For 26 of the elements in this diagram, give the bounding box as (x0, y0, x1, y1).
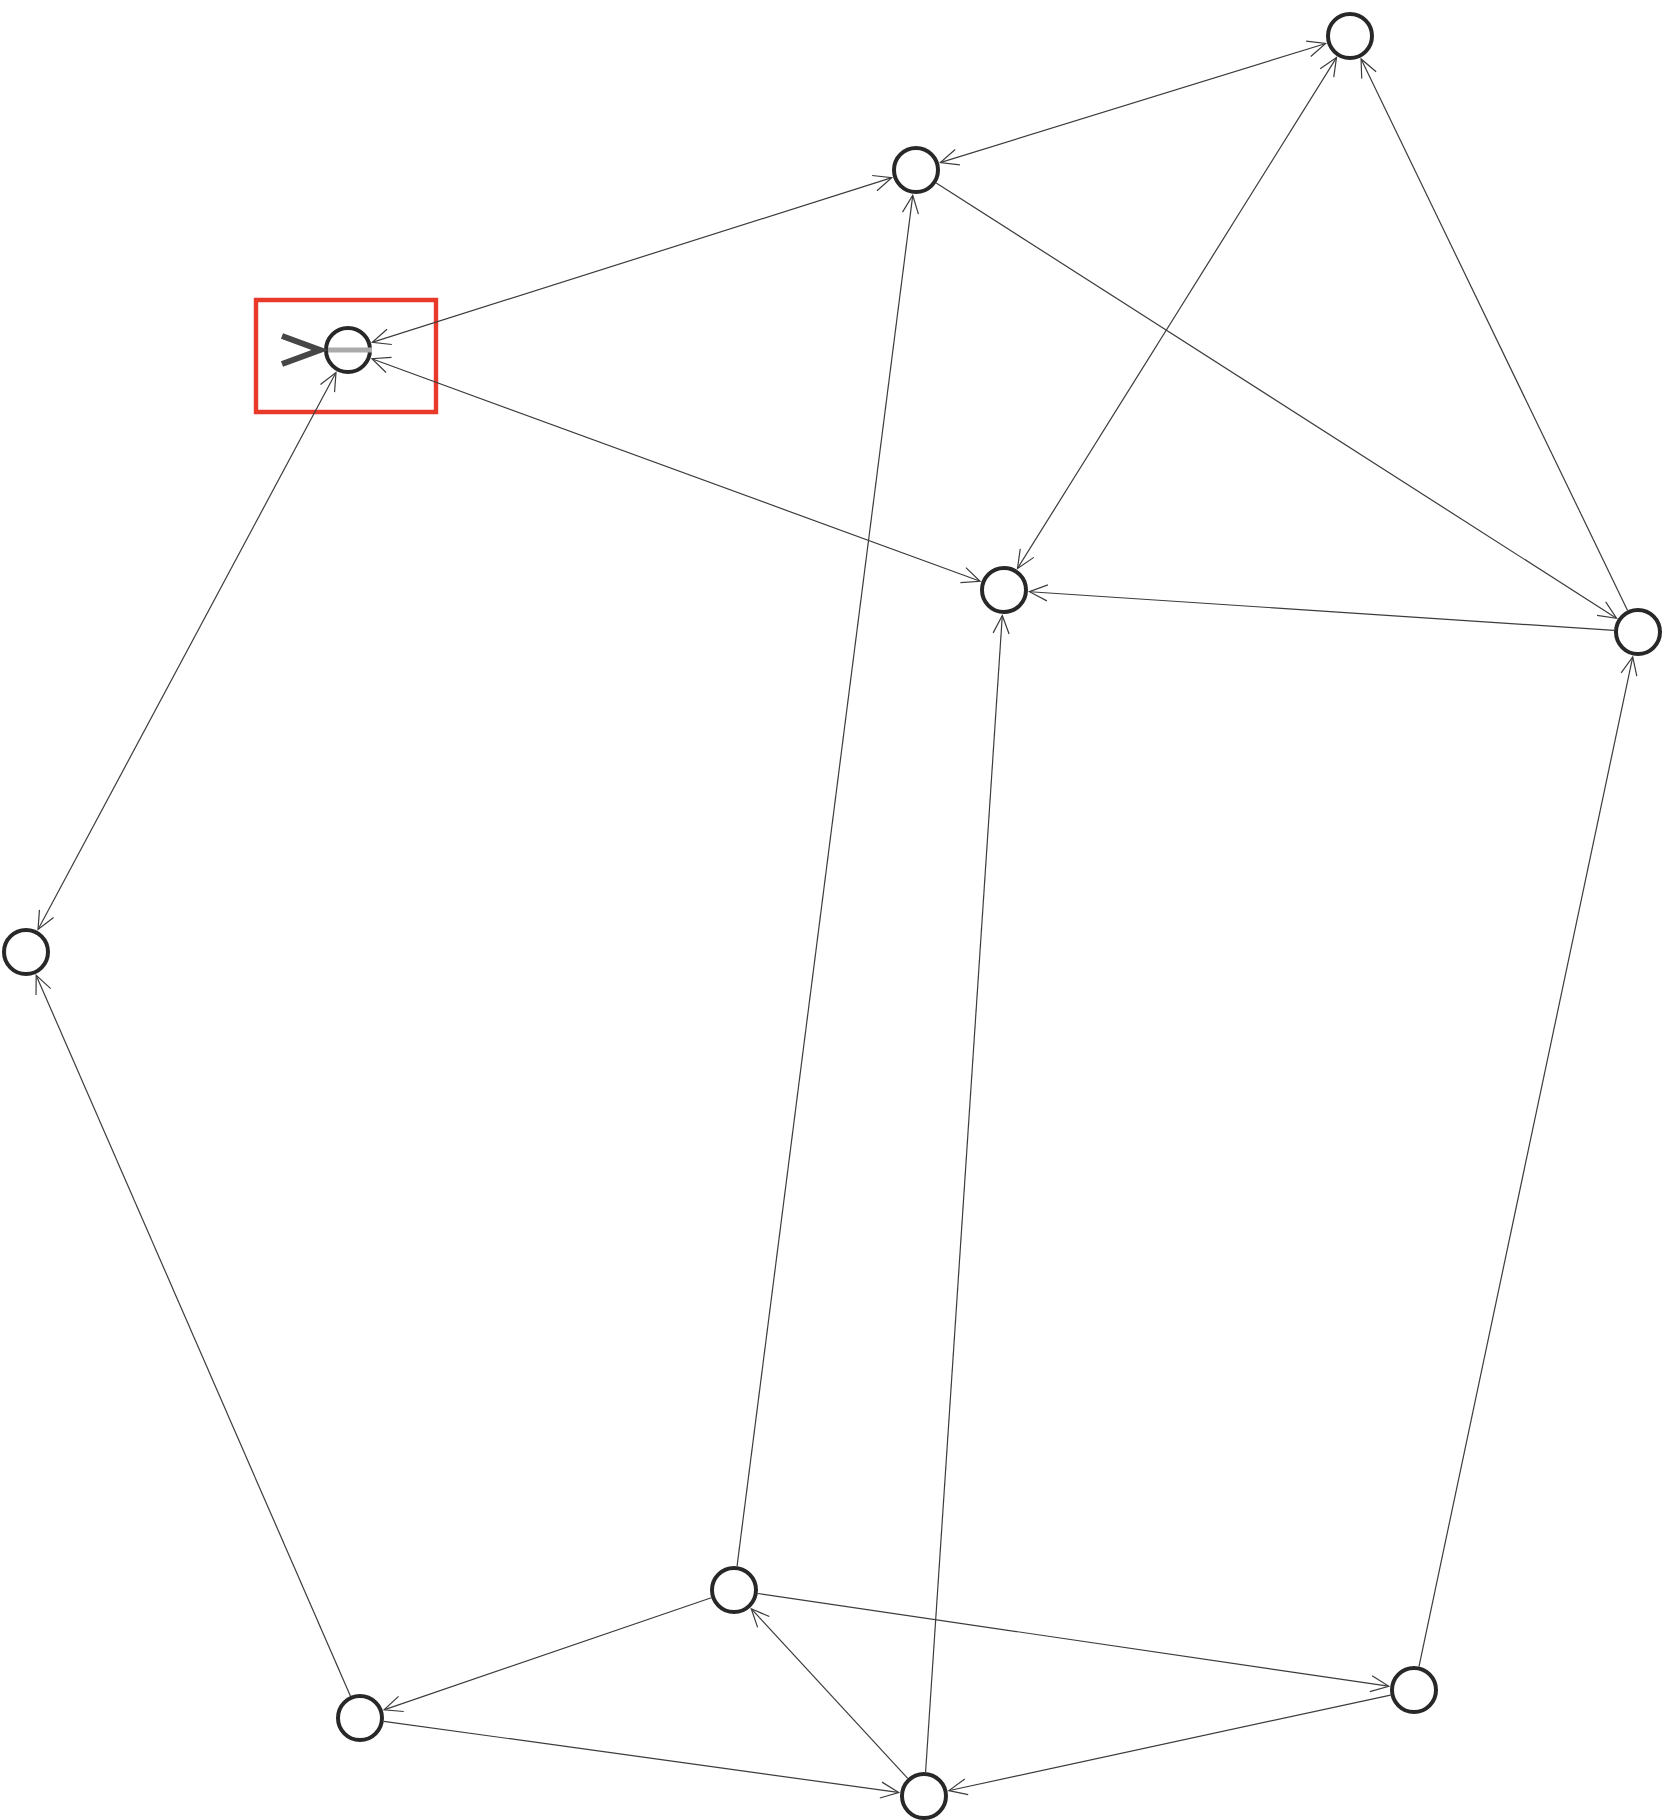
circle-node (2, 928, 50, 976)
arrow (1016, 56, 1338, 570)
arrow (35, 974, 351, 1697)
circle-node (1326, 12, 1374, 60)
arrow (1418, 655, 1638, 1668)
arrow (370, 174, 894, 346)
circle-node (1614, 608, 1662, 656)
arrow (370, 356, 982, 584)
circle-node (710, 1566, 758, 1614)
circle-node (1390, 1666, 1438, 1714)
circle-node (892, 146, 940, 194)
arrow (757, 1592, 1391, 1693)
arrow (1360, 57, 1629, 611)
arrow (947, 1694, 1392, 1796)
arrow (382, 1597, 712, 1713)
arrow (925, 613, 1010, 1773)
arrow (935, 182, 1618, 620)
arrow (1027, 584, 1615, 632)
arrow (938, 40, 1328, 166)
circle-node (980, 566, 1028, 614)
arrow (383, 1720, 901, 1799)
arrow (37, 371, 337, 931)
circle-node (900, 1772, 948, 1820)
arrow (736, 193, 919, 1567)
arrow (750, 1607, 909, 1779)
circle-node (336, 1694, 384, 1742)
